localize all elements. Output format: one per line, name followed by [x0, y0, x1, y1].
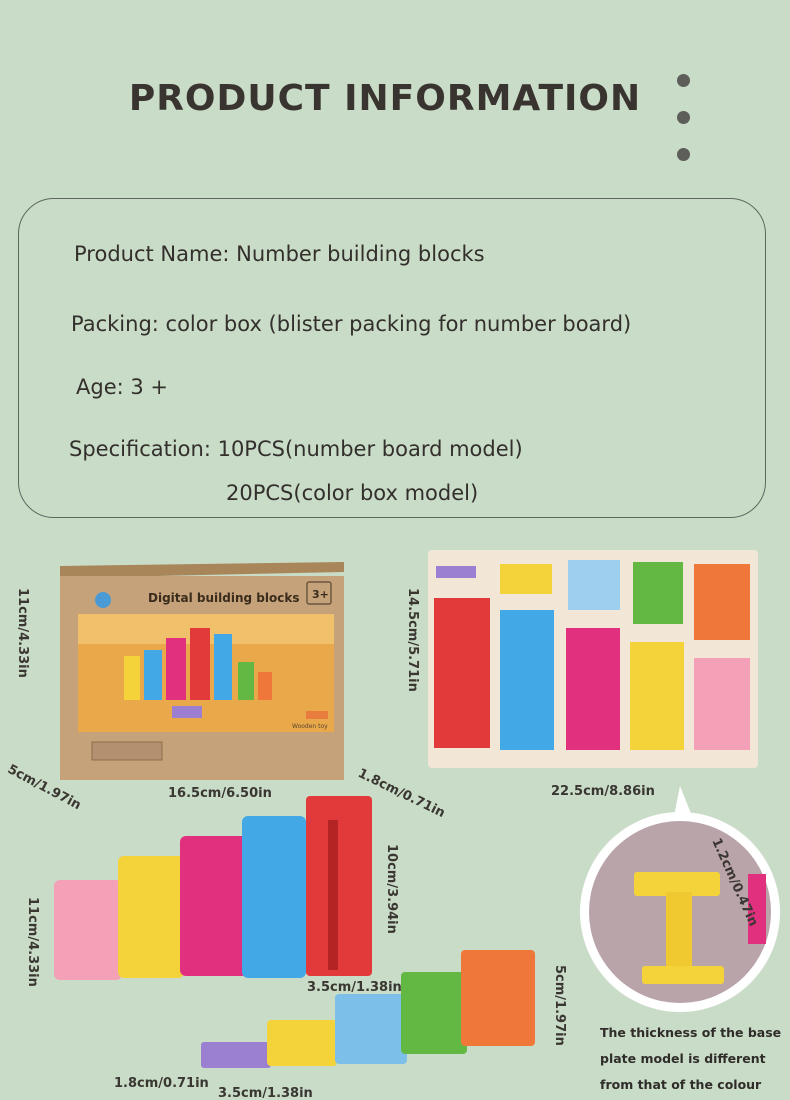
product-name: Product Name: Number building blocks [74, 242, 485, 266]
specification-line2: 20PCS(color box model) [226, 481, 479, 505]
box-width-label: 16.5cm/6.50in [168, 786, 272, 801]
blocks-width-small-label: 3.5cm/1.38in [218, 1086, 313, 1100]
menu-dots-icon[interactable] [677, 74, 690, 185]
age: Age: 3 + [76, 375, 168, 399]
box-height-label: 11cm/4.33in [15, 588, 30, 678]
box-age-badge: 3+ [312, 588, 329, 601]
zoom-detail-image [580, 786, 780, 1012]
blocks-height-left-label: 11cm/4.33in [25, 897, 40, 987]
box-sub-label: Wooden toy [292, 723, 328, 730]
blocks-width-big-label: 3.5cm/1.38in [307, 980, 402, 995]
thickness-note: The thickness of the base plate model is… [600, 1025, 782, 1092]
info-panel [18, 198, 766, 518]
product-box-image: Digital building blocks 3+ Wooden toy [60, 562, 344, 780]
blocks-height-small-label: 5cm/1.97in [552, 965, 567, 1046]
board-width-label: 22.5cm/8.86in [551, 784, 655, 799]
blocks-height-big-label: 10cm/3.94in [384, 844, 399, 934]
blocks-thickness-small-label: 1.8cm/0.71in [114, 1076, 209, 1091]
packing: Packing: color box (blister packing for … [71, 312, 632, 336]
specification: Specification: 10PCS(number board model) [69, 437, 523, 461]
box-label: Digital building blocks [148, 591, 299, 605]
number-board-image [428, 550, 758, 768]
page-title: PRODUCT INFORMATION [128, 78, 642, 119]
large-blocks-image [54, 796, 372, 980]
board-height-label: 14.5cm/5.71in [405, 588, 420, 692]
small-blocks-image [201, 950, 535, 1068]
